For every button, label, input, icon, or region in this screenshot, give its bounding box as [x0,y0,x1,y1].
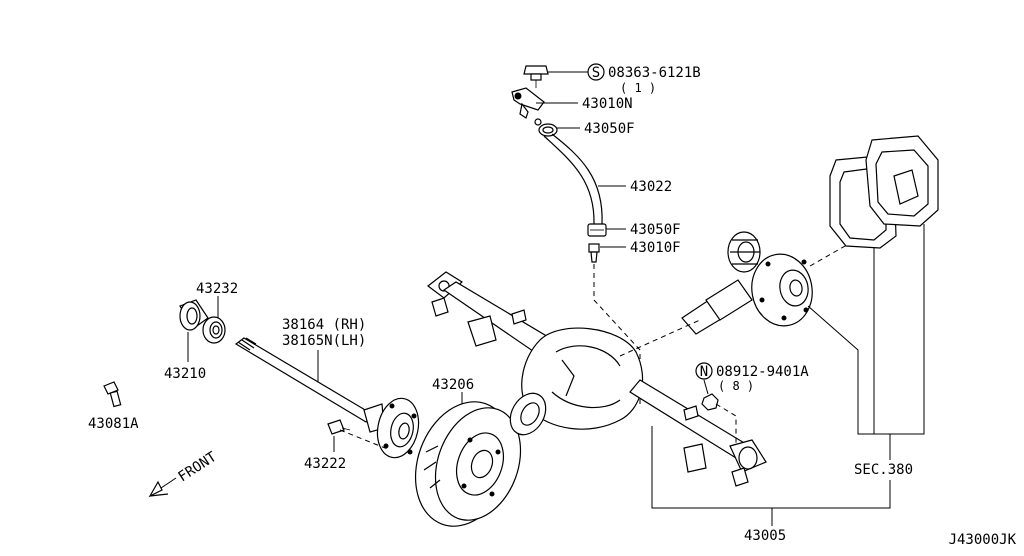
bolt-08363-6121b[interactable] [523,65,549,88]
label-43232: 43232 [196,281,238,297]
label-sec380: SEC.380 [854,462,913,478]
leader-08912 [703,379,709,395]
label-43210: 43210 [164,366,206,382]
label-43010f: 43010F [630,240,681,256]
n-symbol-circle [695,362,713,380]
label-43050f-top: 43050F [584,121,635,137]
label-43022: 43022 [630,179,672,195]
nut-08912-9401a[interactable] [701,393,719,411]
axle-housing-43005[interactable] [427,271,767,487]
carrier-to-housing-dashed [619,319,701,357]
rear-cover[interactable] [865,135,939,227]
front-label: FRONT [175,449,220,486]
front-direction-arrow [148,477,177,498]
label-43081a: 43081A [88,416,139,432]
label-43222: 43222 [304,456,346,472]
s-symbol: S [592,65,600,81]
breather-routing-dashed [593,264,641,408]
housing-bracket-43005 [651,426,891,509]
label-38165n-lh: 38165N(LH) [282,333,366,349]
diagram-id: J43000JK [949,532,1017,548]
label-43005: 43005 [744,528,786,544]
qty-08912: ( 8 ) [718,379,754,393]
hub-bolt-43222[interactable] [327,419,351,435]
breather-connector-43010n[interactable] [511,87,545,119]
qty-08363: ( 1 ) [620,81,656,95]
part-code-08363-6121b: 08363-6121B [608,65,701,81]
axle-shaft-38164-38165n[interactable] [234,337,424,462]
differential-carrier-assembly[interactable] [681,231,818,335]
brake-drum-43206[interactable] [399,388,536,540]
label-38164-rh: 38164 (RH) [282,317,366,333]
breather-fitting-43010f[interactable] [588,243,600,263]
s-symbol-circle [587,63,605,81]
sec380-bracket-carrier [807,224,925,435]
oil-seal-43210[interactable] [179,299,209,331]
part-code-08912-9401a: 08912-9401A [716,364,809,380]
label-43010n: 43010N [582,96,633,112]
breather-hose-43022[interactable] [543,133,603,225]
hose-clamp-43050f-bottom[interactable] [587,223,607,237]
n-symbol: N [700,364,708,380]
label-43050f-bottom: 43050F [630,222,681,238]
bolt-43081a[interactable] [103,381,122,408]
washer-small [534,118,542,126]
label-43206: 43206 [432,377,474,393]
hose-clamp-43050f-top[interactable] [538,123,558,137]
bearing-43232[interactable] [202,316,226,344]
